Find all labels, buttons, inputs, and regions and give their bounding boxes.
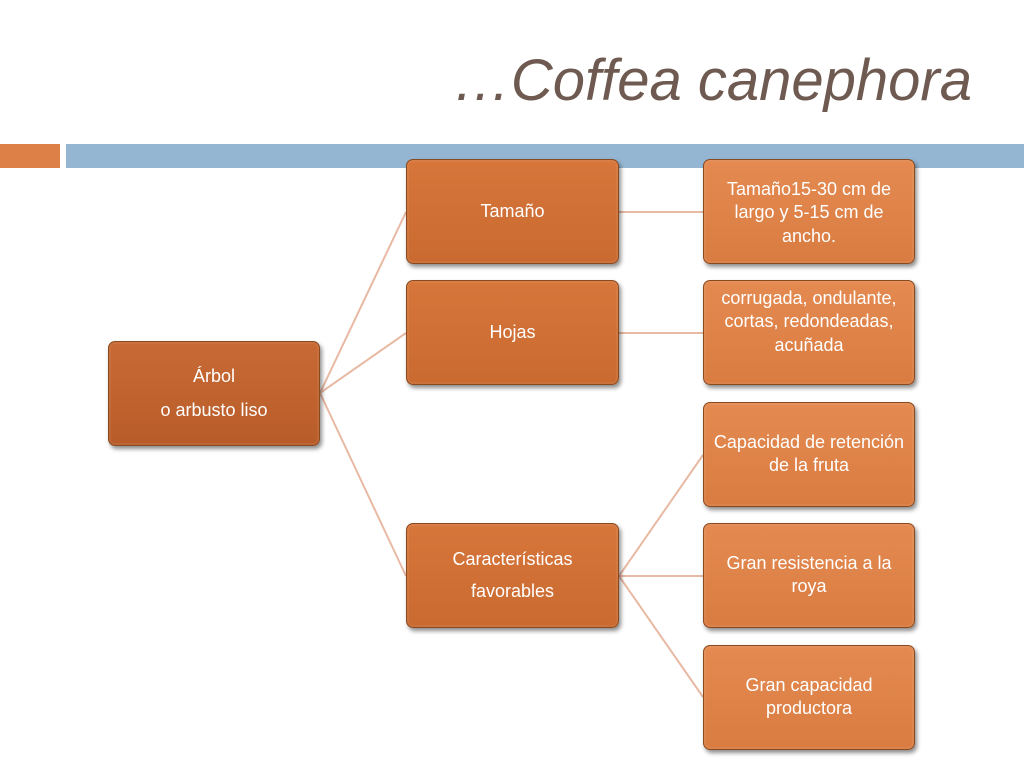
connector-root-hojas <box>319 332 407 394</box>
connector-root-caracteristicas <box>319 392 407 577</box>
root-node: Árbol o arbusto liso <box>108 341 320 446</box>
leaf-node-retencion: Capacidad de retención de la fruta <box>703 402 915 507</box>
leaf-node-roya: Gran resistencia a la roya <box>703 523 915 628</box>
root-line1: Árbol <box>192 366 236 387</box>
leaf-text: Gran capacidad productora <box>745 675 873 719</box>
branch-node-tamano: Tamaño <box>406 159 619 264</box>
leaf-text: corrugada, ondulante, cortas, redondeada… <box>721 288 897 355</box>
leaf-node-hojas: corrugada, ondulante, cortas, redondeada… <box>703 280 915 385</box>
leaf-text: Gran resistencia a la roya <box>726 553 892 597</box>
leaf-text: Tamaño15-30 cm de largo y 5-15 cm de anc… <box>726 179 892 246</box>
branch-label-line1: Características <box>452 549 573 570</box>
leaf-node-tamano: Tamaño15-30 cm de largo y 5-15 cm de anc… <box>703 159 915 264</box>
root-line2: o arbusto liso <box>160 399 268 420</box>
accent-bar-orange <box>0 144 60 168</box>
slide-title: …Coffea canephora <box>452 48 972 113</box>
connector-caract-leaf1 <box>618 454 704 577</box>
branch-label: Hojas <box>489 321 536 342</box>
connector-caract-leaf3 <box>618 575 704 698</box>
branch-node-caracteristicas: Características favorables <box>406 523 619 628</box>
branch-node-hojas: Hojas <box>406 280 619 385</box>
connector-root-tamano <box>319 211 407 394</box>
branch-label-line2: favorables <box>470 580 555 601</box>
branch-label: Tamaño <box>480 200 545 221</box>
leaf-text: Capacidad de retención de la fruta <box>713 432 905 476</box>
leaf-node-productora: Gran capacidad productora <box>703 645 915 750</box>
